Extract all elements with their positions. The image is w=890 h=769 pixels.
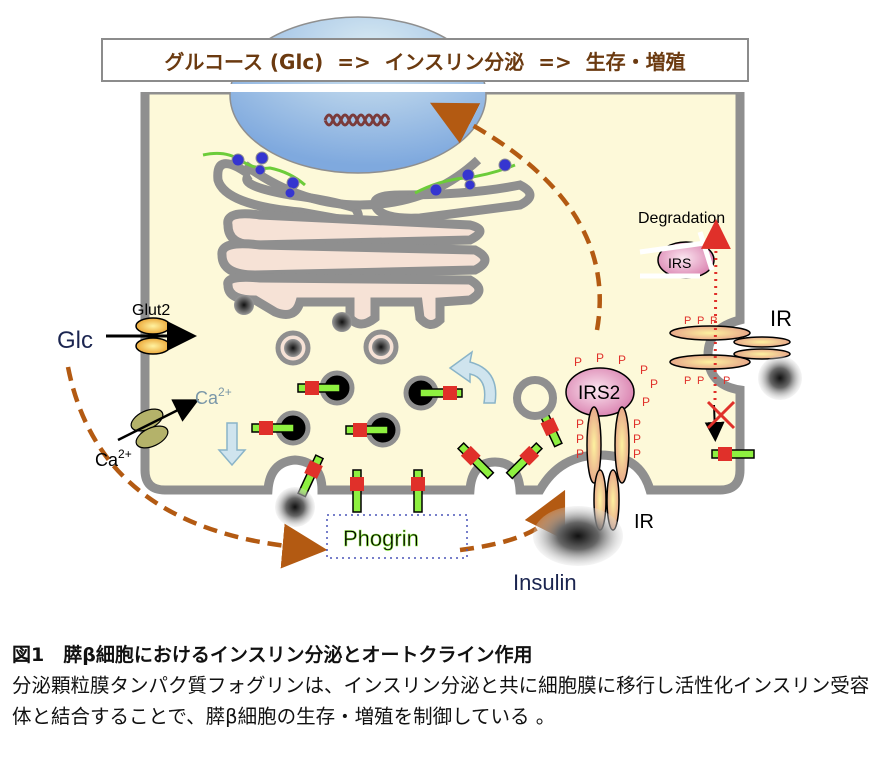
ca-extracellular-label: Ca2+ [95,447,132,470]
phogrin-label-box [326,514,468,559]
degradation-label: Degradation [638,210,725,227]
irs2-label: IRS2 [578,383,620,404]
svg-text:P: P [642,395,650,409]
calcium-channel [117,399,200,449]
ir-right-complex [669,325,802,400]
insulin-molecule [533,506,623,566]
svg-text:P: P [684,375,691,387]
glut2-label: Glut2 [132,302,170,319]
svg-text:P: P [697,375,704,387]
recycle-arrow-icon [448,350,497,404]
svg-text:P: P [596,351,604,365]
glut2-transporter [106,317,197,355]
endocytic-vesicle [513,376,557,420]
svg-text:P: P [576,432,584,446]
svg-text:P: P [650,377,658,391]
svg-text:P: P [633,417,641,431]
svg-text:P: P [640,363,648,377]
svg-text:P: P [576,447,584,461]
ir-bottom-label: IR [634,511,654,533]
immature-granules [234,295,399,366]
svg-text:P: P [697,315,704,327]
figure-caption-body: 分泌顆粒膜タンパク質フォグリンは、インスリン分泌と共に細胞膜に移行し活性化インス… [12,674,870,728]
svg-text:P: P [684,315,691,327]
glc-label: Glc [57,327,93,354]
ir-right-label: IR [770,306,792,331]
phogrin-label: Phogrin [343,526,419,551]
irs-degraded-label: IRS [668,255,691,271]
svg-text:P: P [633,447,641,461]
dna-icon [323,113,391,127]
ribosomes [231,151,512,199]
blocked-x-icon [706,400,736,430]
svg-text:P: P [574,355,582,369]
insulin-label: Insulin [513,570,577,595]
figure-caption-title: 図1 膵β細胞におけるインスリン分泌とオートクライン作用 [12,644,533,666]
mrna-left [202,151,306,187]
secreted-insulin-small [275,487,315,527]
ca-intracellular-label: Ca2+ [195,385,232,408]
pathway-banner-text: グルコース (Glc) => インスリン分泌 => 生存・増殖 [164,49,686,74]
pathway-banner: グルコース (Glc) => インスリン分泌 => 生存・増殖 [101,38,749,82]
svg-text:P: P [723,375,730,387]
down-arrow-icon [217,422,247,467]
golgi-stack [217,209,490,329]
svg-text:P: P [618,353,626,367]
svg-text:P: P [576,417,584,431]
svg-text:P: P [710,315,717,327]
svg-text:P: P [633,432,641,446]
